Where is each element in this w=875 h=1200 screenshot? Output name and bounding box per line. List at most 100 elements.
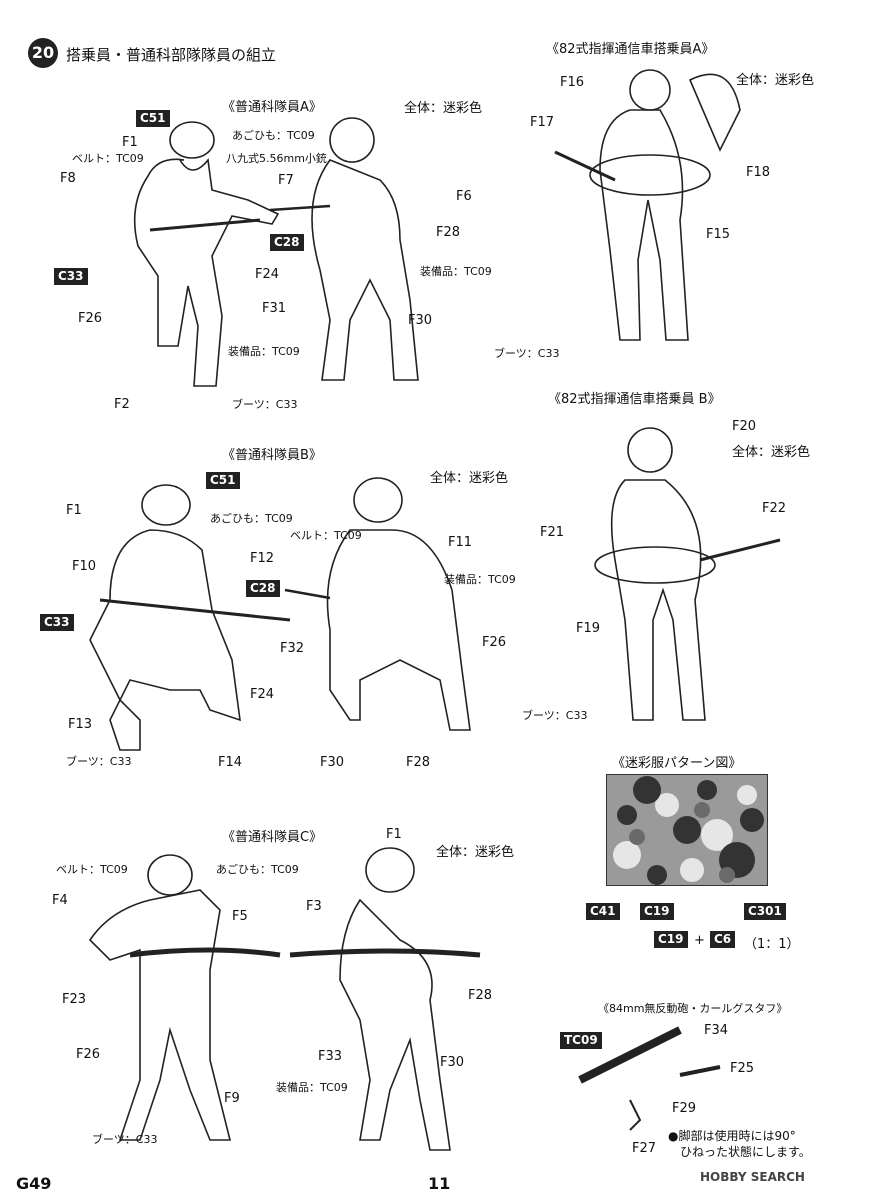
soldier-b-back-drawing xyxy=(284,477,471,731)
soldier-a-front-drawing xyxy=(133,121,280,387)
part-label-f30-a: F30 xyxy=(408,313,433,328)
part-label-f30-c: F30 xyxy=(440,1055,465,1070)
color-badge-c301: C301 xyxy=(744,903,786,921)
part-label-f19: F19 xyxy=(576,621,601,636)
part-label-f18: F18 xyxy=(746,165,771,180)
watermark-logo: HOBBY SEARCH xyxy=(700,1170,805,1184)
label-agohimo-b: あごひも：TC09 xyxy=(210,512,293,525)
part-label-f16: F16 xyxy=(560,75,585,90)
part-label-f7: F7 xyxy=(278,173,294,188)
camo-mix-plus: + xyxy=(694,933,705,948)
color-badge-c33-b: C33 xyxy=(40,614,74,632)
color-badge-c6: C6 xyxy=(710,931,736,949)
label-belt-c: ベルト：TC09 xyxy=(56,863,128,876)
crew-b-drawing xyxy=(594,427,781,721)
part-label-f1-b: F1 xyxy=(66,503,82,518)
color-badge-c19-mix: C19 xyxy=(654,931,688,949)
label-boots-b: ブーツ：C33 xyxy=(66,755,132,768)
part-label-f22: F22 xyxy=(762,501,787,516)
part-label-f17: F17 xyxy=(530,115,555,130)
group-title-crew-b: 《82式指揮通信車搭乗員 B》 xyxy=(548,392,721,407)
color-badge-c19: C19 xyxy=(640,903,674,921)
camo-mix-ratio: （1：1） xyxy=(744,937,800,952)
group-title-soldier-a: 《普通科隊員A》 xyxy=(222,100,322,115)
part-label-f3: F3 xyxy=(306,899,322,914)
gustaf-drawing xyxy=(578,1026,721,1131)
part-label-f13: F13 xyxy=(68,717,93,732)
label-boots-crew-b: ブーツ：C33 xyxy=(522,709,588,722)
label-soubihin-b: 装備品：TC09 xyxy=(444,573,516,586)
part-label-f11: F11 xyxy=(448,535,473,550)
part-label-f33: F33 xyxy=(318,1049,343,1064)
group-title-soldier-c: 《普通科隊員C》 xyxy=(222,830,323,845)
group-title-gustaf: 《84mm無反動砲・カールグスタフ》 xyxy=(598,1002,788,1015)
label-rifle-type89: 八九式5.56mm小銃 xyxy=(226,152,327,165)
color-badge-c41: C41 xyxy=(586,903,620,921)
part-label-f26-b: F26 xyxy=(482,635,507,650)
label-soubihin-a1: 装備品：TC09 xyxy=(420,265,492,278)
part-label-f14: F14 xyxy=(218,755,243,770)
label-soubihin-a2: 装備品：TC09 xyxy=(228,345,300,358)
soldier-a-back-drawing xyxy=(269,117,419,381)
gustaf-note-line1: ●脚部は使用時には90° xyxy=(668,1129,796,1143)
label-belt-b: ベルト：TC09 xyxy=(290,529,362,542)
label-boots-crew-a: ブーツ：C33 xyxy=(494,347,560,360)
color-badge-c33-a: C33 xyxy=(54,268,88,286)
part-label-f21: F21 xyxy=(540,525,565,540)
label-zentai-c: 全体：迷彩色 xyxy=(436,845,515,860)
group-title-crew-a: 《82式指揮通信車搭乗員A》 xyxy=(546,42,715,57)
part-label-f1-c: F1 xyxy=(386,827,402,842)
step-number-badge: 20 xyxy=(28,38,58,68)
part-label-f28-c: F28 xyxy=(468,988,493,1003)
part-label-f1: F1 xyxy=(122,135,138,150)
part-label-f2: F2 xyxy=(114,397,130,412)
part-label-f26-a: F26 xyxy=(78,311,103,326)
color-badge-c51-b: C51 xyxy=(206,472,240,490)
label-agohimo-c: あごひも：TC09 xyxy=(216,863,299,876)
part-label-f8: F8 xyxy=(60,171,76,186)
part-label-f30-b: F30 xyxy=(320,755,345,770)
label-belt: ベルト：TC09 xyxy=(72,152,144,165)
step-title: 搭乗員・普通科部隊隊員の組立 xyxy=(66,46,277,64)
group-title-camo: 《迷彩服パターン図》 xyxy=(612,756,742,771)
part-label-f26-c: F26 xyxy=(76,1047,101,1062)
part-label-f23: F23 xyxy=(62,992,87,1007)
color-badge-c28-b: C28 xyxy=(246,580,280,598)
label-zentai-b: 全体：迷彩色 xyxy=(430,471,509,486)
soldier-c-front-drawing xyxy=(88,854,281,1141)
color-badge-c51: C51 xyxy=(136,110,170,128)
camo-pattern-swatch xyxy=(606,774,768,886)
label-zentai-a: 全体：迷彩色 xyxy=(404,101,483,116)
part-label-f15: F15 xyxy=(706,227,731,242)
part-label-f10: F10 xyxy=(72,559,97,574)
label-soubihin-c: 装備品：TC09 xyxy=(276,1081,348,1094)
color-badge-tc09: TC09 xyxy=(560,1032,602,1050)
camo-pattern-graphic xyxy=(607,775,767,885)
label-boots-a: ブーツ：C33 xyxy=(232,398,298,411)
part-label-f5: F5 xyxy=(232,909,248,924)
label-boots-c: ブーツ：C33 xyxy=(92,1133,158,1146)
part-label-f20: F20 xyxy=(732,419,757,434)
label-zentai-crew-b: 全体：迷彩色 xyxy=(732,445,811,460)
part-label-f4: F4 xyxy=(52,893,68,908)
part-label-f25: F25 xyxy=(730,1061,755,1076)
part-label-f28-a: F28 xyxy=(436,225,461,240)
gustaf-note: ●脚部は使用時には90° ひねった状態にします。 xyxy=(668,1128,811,1160)
footer-code: G49 xyxy=(16,1174,52,1193)
part-label-f6: F6 xyxy=(456,189,472,204)
part-label-f32: F32 xyxy=(280,641,305,656)
soldier-b-front-drawing xyxy=(89,484,291,751)
crew-a-drawing xyxy=(554,69,741,341)
part-label-f34: F34 xyxy=(704,1023,729,1038)
part-label-f24-a: F24 xyxy=(255,267,280,282)
label-agohimo: あごひも：TC09 xyxy=(232,129,315,142)
soldier-c-back-drawing xyxy=(289,847,481,1151)
part-label-f28-b: F28 xyxy=(406,755,431,770)
group-title-soldier-b: 《普通科隊員B》 xyxy=(222,448,322,463)
part-label-f31: F31 xyxy=(262,301,287,316)
part-label-f29: F29 xyxy=(672,1101,697,1116)
part-label-f27: F27 xyxy=(632,1141,657,1156)
page-number: 11 xyxy=(428,1174,451,1193)
part-label-f12: F12 xyxy=(250,551,275,566)
